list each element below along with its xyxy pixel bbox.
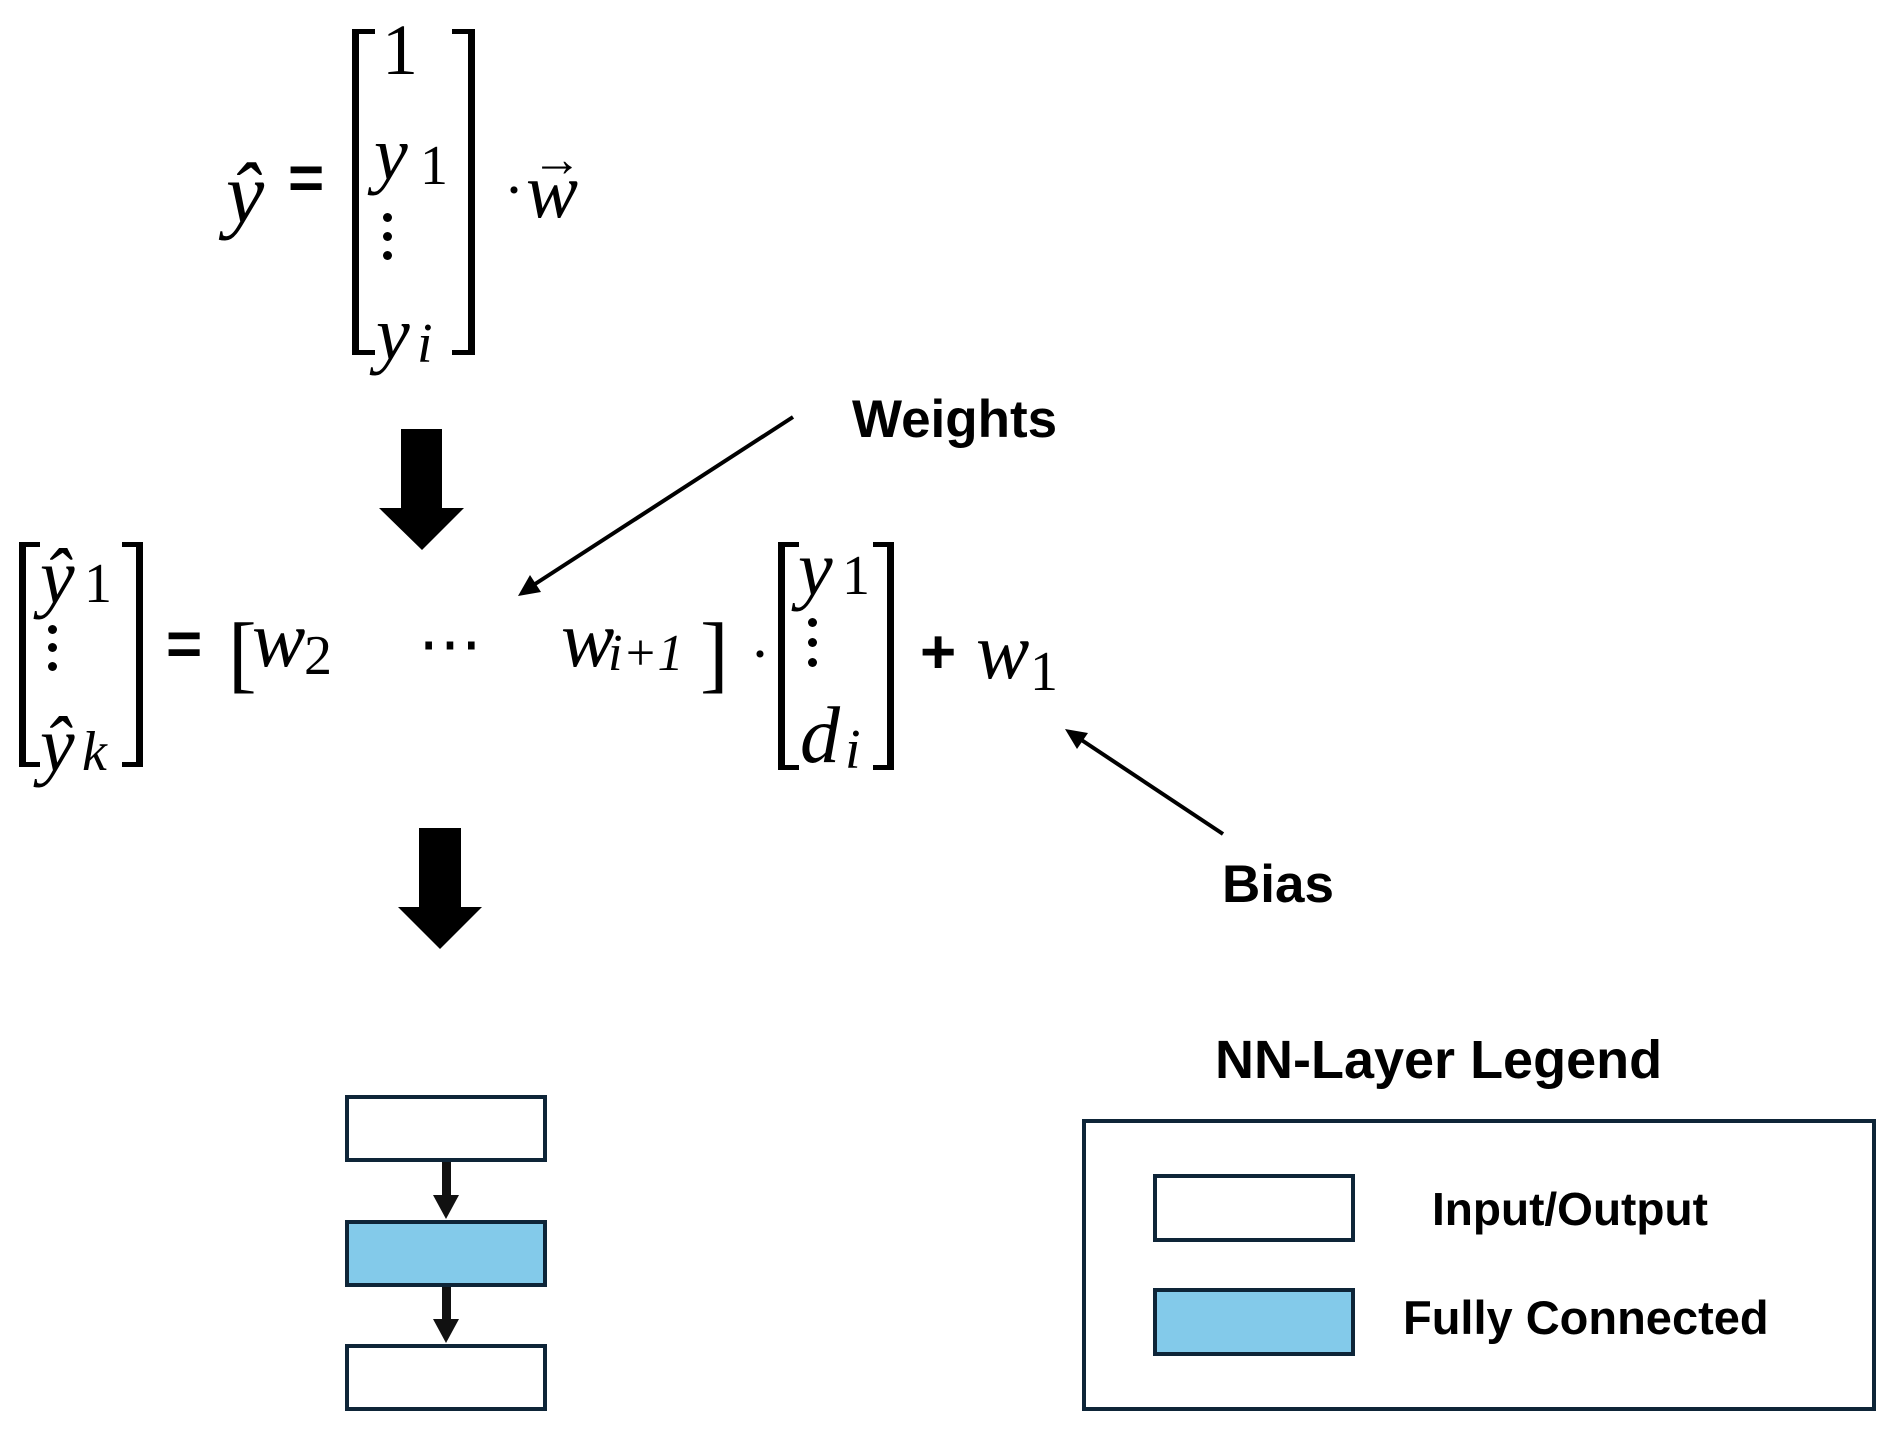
input-left-bracket [778, 542, 799, 770]
y-hat-symbol: ŷ [226, 145, 265, 241]
weights-arrowhead-icon [518, 575, 541, 596]
vertical-dot [383, 232, 392, 241]
output-first-subscript: 1 [84, 553, 112, 615]
horizontal-ellipsis: ⋯ [418, 608, 482, 679]
fully-connected-layer-box [345, 1220, 547, 1287]
row-close-bracket: ] [700, 605, 729, 701]
left-bracket [352, 29, 375, 355]
vertical-dot [383, 251, 392, 260]
vertical-dot [48, 643, 57, 652]
legend-swatch-fully-connected [1153, 1288, 1355, 1356]
vector-entry-y: y [374, 112, 408, 196]
legend-title: NN-Layer Legend [1215, 1030, 1663, 1090]
output-left-bracket [19, 542, 40, 767]
down-arrow-icon [398, 828, 482, 949]
vertical-dot [48, 662, 57, 671]
right-bracket [452, 29, 475, 355]
input-last-subscript: i [845, 719, 861, 781]
weights-pointer-line [530, 415, 795, 588]
output-last-entry: ŷ [40, 701, 75, 788]
vertical-dot [48, 625, 57, 634]
bias-label: Bias [1222, 855, 1334, 914]
layer-connector-line [442, 1287, 451, 1321]
input-first-subscript: 1 [842, 545, 870, 607]
bias-weight: w [976, 608, 1030, 696]
weight-last: w [561, 596, 615, 684]
bias-weight-subscript: 1 [1030, 641, 1058, 703]
vector-entry-y-last: y [376, 292, 410, 376]
down-arrow-icon [379, 429, 464, 550]
vertical-dot [808, 658, 817, 667]
input-layer-box [345, 1095, 547, 1162]
equals-sign: = [288, 144, 325, 213]
plus-sign: + [920, 618, 957, 687]
vertical-dot [383, 213, 392, 222]
input-right-bracket [873, 542, 894, 770]
output-layer-box [345, 1344, 547, 1411]
vector-entry-y-subscript: 1 [420, 135, 448, 197]
dot-product-sign: · [504, 157, 524, 223]
input-last-entry: d [800, 692, 840, 780]
weight-vector-symbol: w [526, 147, 579, 234]
dot-product-sign: · [750, 621, 770, 687]
equals-sign: = [166, 610, 203, 679]
vertical-dot [808, 638, 817, 647]
weights-label: Weights [852, 390, 1058, 449]
layer-connector-line [442, 1162, 451, 1197]
legend-frame [1082, 1119, 1876, 1411]
vector-arrow-accent: → [532, 131, 582, 187]
output-last-subscript: k [82, 721, 107, 783]
output-right-bracket [122, 542, 143, 767]
legend-label-input-output: Input/Output [1432, 1183, 1708, 1235]
weight-first-subscript: 2 [304, 625, 332, 687]
output-first-entry: ŷ [40, 533, 75, 620]
legend-swatch-input-output [1153, 1174, 1355, 1242]
input-first-entry: y [798, 525, 833, 612]
layer-connector-arrowhead-icon [433, 1319, 459, 1343]
layer-connector-arrowhead-icon [433, 1195, 459, 1219]
vector-entry-one: 1 [382, 10, 418, 90]
legend-label-fully-connected: Fully Connected [1403, 1291, 1769, 1344]
bias-pointer-line [1075, 735, 1225, 836]
vector-entry-y-last-subscript: i [417, 313, 433, 375]
weight-first: w [252, 596, 306, 684]
weight-last-subscript: i+1 [608, 625, 684, 682]
row-open-bracket: [ [228, 605, 257, 701]
bias-arrowhead-icon [1065, 729, 1088, 749]
vertical-dot [808, 618, 817, 627]
